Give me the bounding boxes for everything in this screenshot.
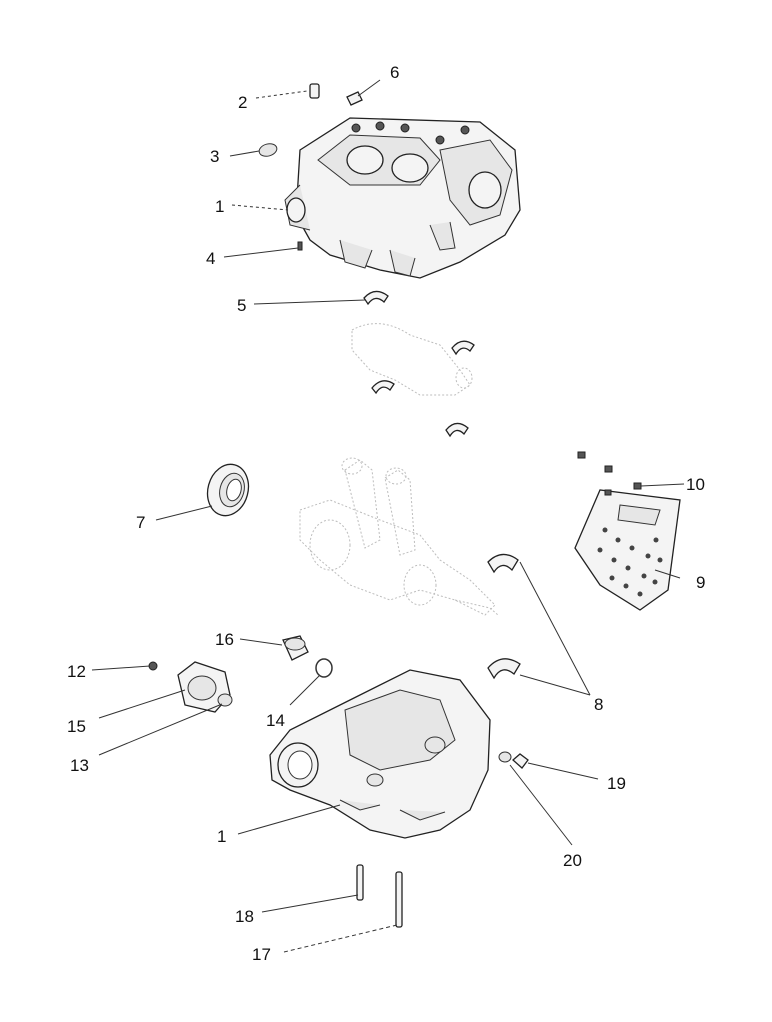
callout-14: 14	[266, 711, 285, 730]
callout-1-upper: 1	[215, 197, 224, 216]
lower-crankcase	[269, 669, 491, 839]
long-bolts	[356, 864, 403, 928]
baffle-plate	[574, 489, 681, 611]
callout-7: 7	[136, 513, 145, 532]
callout-19: 19	[607, 774, 626, 793]
small-pin	[297, 241, 303, 251]
callout-1-lower: 1	[217, 827, 226, 846]
callout-15: 15	[67, 717, 86, 736]
callout-16: 16	[215, 630, 234, 649]
callout-3: 3	[210, 147, 219, 166]
callout-labels: 2 6 3 1 4 5 7 10 9 8 12 16 15 14 13 19 1…	[67, 63, 705, 964]
callout-6: 6	[390, 63, 399, 82]
dowel-pin	[309, 83, 320, 99]
callout-8: 8	[594, 695, 603, 714]
callout-18: 18	[235, 907, 254, 926]
drain-plug	[498, 751, 529, 769]
leader-lines	[91, 79, 685, 953]
callout-10: 10	[686, 475, 705, 494]
oil-seal	[206, 463, 250, 517]
callout-4: 4	[206, 249, 215, 268]
oil-pump	[148, 635, 333, 713]
callout-13: 13	[70, 756, 89, 775]
callout-17: 17	[252, 945, 271, 964]
callout-9: 9	[696, 573, 705, 592]
upper-crankcase	[284, 117, 521, 279]
sleeve-bushing	[346, 91, 363, 106]
bearing-shells-lower	[487, 553, 521, 680]
callout-2: 2	[238, 93, 247, 112]
bolts	[577, 451, 642, 496]
callout-20: 20	[563, 851, 582, 870]
crankshaft-assembly	[299, 457, 499, 616]
callout-5: 5	[237, 296, 246, 315]
bearing-shells-upper	[351, 290, 475, 438]
callout-12: 12	[67, 662, 86, 681]
o-ring	[258, 143, 278, 157]
